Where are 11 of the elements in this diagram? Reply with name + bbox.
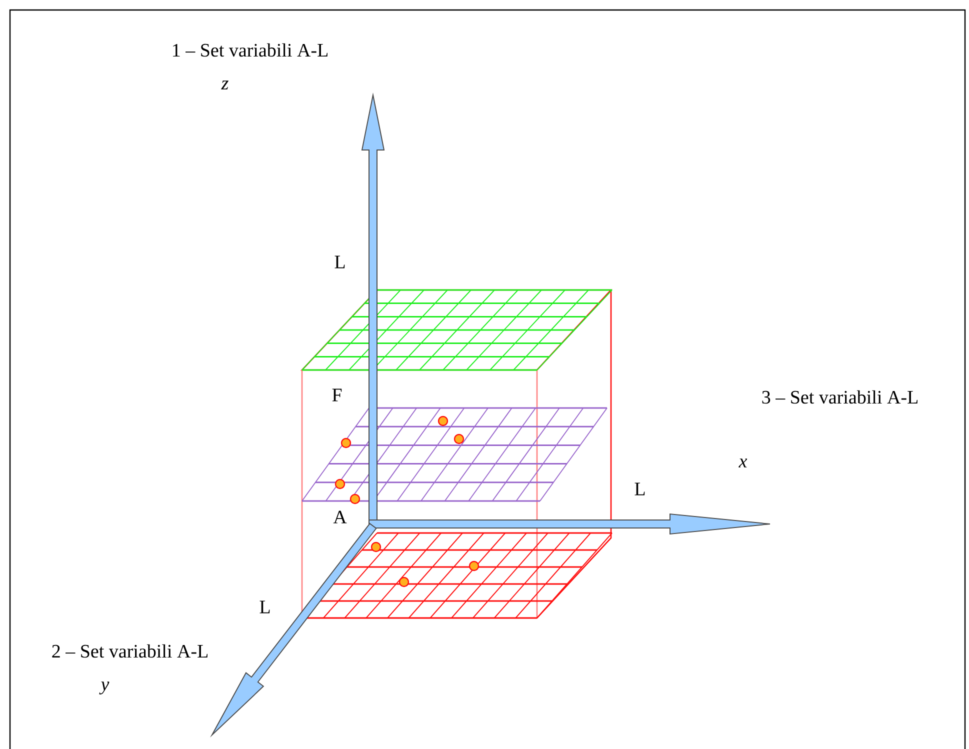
length-label: L	[634, 482, 645, 496]
length-label: A	[333, 510, 347, 524]
length-label: L	[260, 600, 270, 614]
axis-letter: x	[738, 458, 748, 468]
axis-title: 2 – Set variabili A-L	[52, 644, 208, 658]
axis-title: 3 – Set variabili A-L	[762, 390, 918, 404]
axis-letter: y	[99, 682, 110, 694]
axis-title: 1 – Set variabili A-L	[173, 43, 328, 57]
axis-letter: z	[221, 80, 228, 90]
length-label: F	[332, 388, 342, 402]
length-label: L	[334, 256, 345, 268]
